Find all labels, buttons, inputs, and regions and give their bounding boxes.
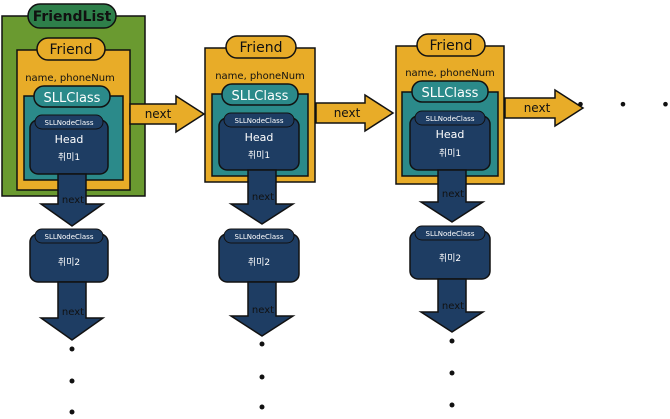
friend-3-fields: name, phoneNum — [405, 68, 495, 79]
friend-2-fields: name, phoneNum — [215, 71, 305, 82]
next-arrow-1 — [129, 94, 206, 134]
node-1-1-class: SLLNodeClass — [45, 119, 94, 127]
node-2-1-title-pill — [223, 112, 295, 128]
next-arrow-3-label: next — [524, 101, 551, 115]
vdot-1-1 — [69, 346, 75, 352]
node-3-1-hobby: 취미1 — [439, 148, 461, 159]
next-arrow-1-label: next — [145, 107, 172, 121]
next-arrow-2-label: next — [334, 106, 361, 120]
node-3-1-class: SLLNodeClass — [426, 115, 475, 123]
friendlist-title: FriendList — [33, 9, 112, 25]
friend-2-title-pill — [225, 35, 297, 59]
down-arrow-1-2 — [38, 281, 106, 341]
down-arrow-3-2 — [418, 278, 486, 333]
sllclass-1-title-pill — [33, 85, 111, 108]
down-arrow-3-1 — [418, 169, 486, 223]
vdot-1-3 — [69, 409, 75, 415]
down-arrow-2-2-label: next — [252, 305, 274, 316]
down-arrow-2-1 — [228, 169, 296, 225]
node-2-2-class: SLLNodeClass — [235, 233, 284, 241]
node-1-1-hobby: 취미1 — [58, 152, 80, 163]
down-arrow-3-1-label: next — [442, 189, 464, 200]
continuation-dots: • • • — [576, 95, 670, 114]
vdot-2-1 — [259, 341, 265, 347]
friendlist-title-pill — [27, 3, 117, 29]
down-arrow-2-1-label: next — [252, 192, 274, 203]
node-2-1-hobby: 취미1 — [248, 150, 270, 161]
node-2-2-hobby: 취미2 — [248, 257, 270, 268]
vdot-1-2 — [69, 378, 75, 384]
node-3-1-head: Head — [436, 128, 465, 141]
sllclass-1-title: SLLClass — [44, 91, 101, 106]
down-arrow-3-2-label: next — [442, 301, 464, 312]
node-3-1-title-pill — [414, 110, 486, 126]
next-arrow-2 — [315, 93, 395, 133]
node-2-2-title-pill — [223, 228, 295, 244]
vdot-3-1 — [449, 338, 455, 344]
friend-3-title-pill — [416, 33, 486, 57]
node-1-2-class: SLLNodeClass — [45, 233, 94, 241]
friend-1-title-pill — [36, 37, 106, 61]
down-arrow-2-2 — [228, 281, 296, 337]
down-arrow-1-1 — [38, 173, 106, 227]
friend-1-title: Friend — [49, 42, 92, 58]
node-1-2-hobby: 취미2 — [58, 257, 80, 268]
friend-1-fields: name, phoneNum — [25, 73, 115, 84]
vdot-2-3 — [259, 404, 265, 410]
sllclass-2-title-pill — [221, 83, 299, 106]
next-arrow-3 — [504, 88, 585, 128]
node-3-2-hobby: 취미2 — [439, 253, 461, 264]
down-arrow-1-1-label: next — [62, 195, 84, 206]
node-3-2-title-pill — [414, 225, 486, 241]
vdot-3-2 — [449, 370, 455, 376]
down-arrow-1-2-label: next — [62, 307, 84, 318]
node-1-1-head: Head — [55, 133, 84, 146]
node-3-2-class: SLLNodeClass — [426, 230, 475, 238]
vdot-3-3 — [449, 402, 455, 408]
sllclass-3-title: SLLClass — [422, 86, 479, 101]
node-2-1-class: SLLNodeClass — [235, 117, 284, 125]
friend-3-title: Friend — [429, 38, 472, 54]
node-1-1-title-pill — [34, 114, 104, 130]
sllclass-3-title-pill — [411, 80, 489, 103]
node-2-1-head: Head — [245, 131, 274, 144]
node-1-2-title-pill — [34, 228, 104, 244]
friend-2-title: Friend — [239, 40, 282, 56]
sllclass-2-title: SLLClass — [232, 89, 289, 104]
vdot-2-2 — [259, 374, 265, 380]
